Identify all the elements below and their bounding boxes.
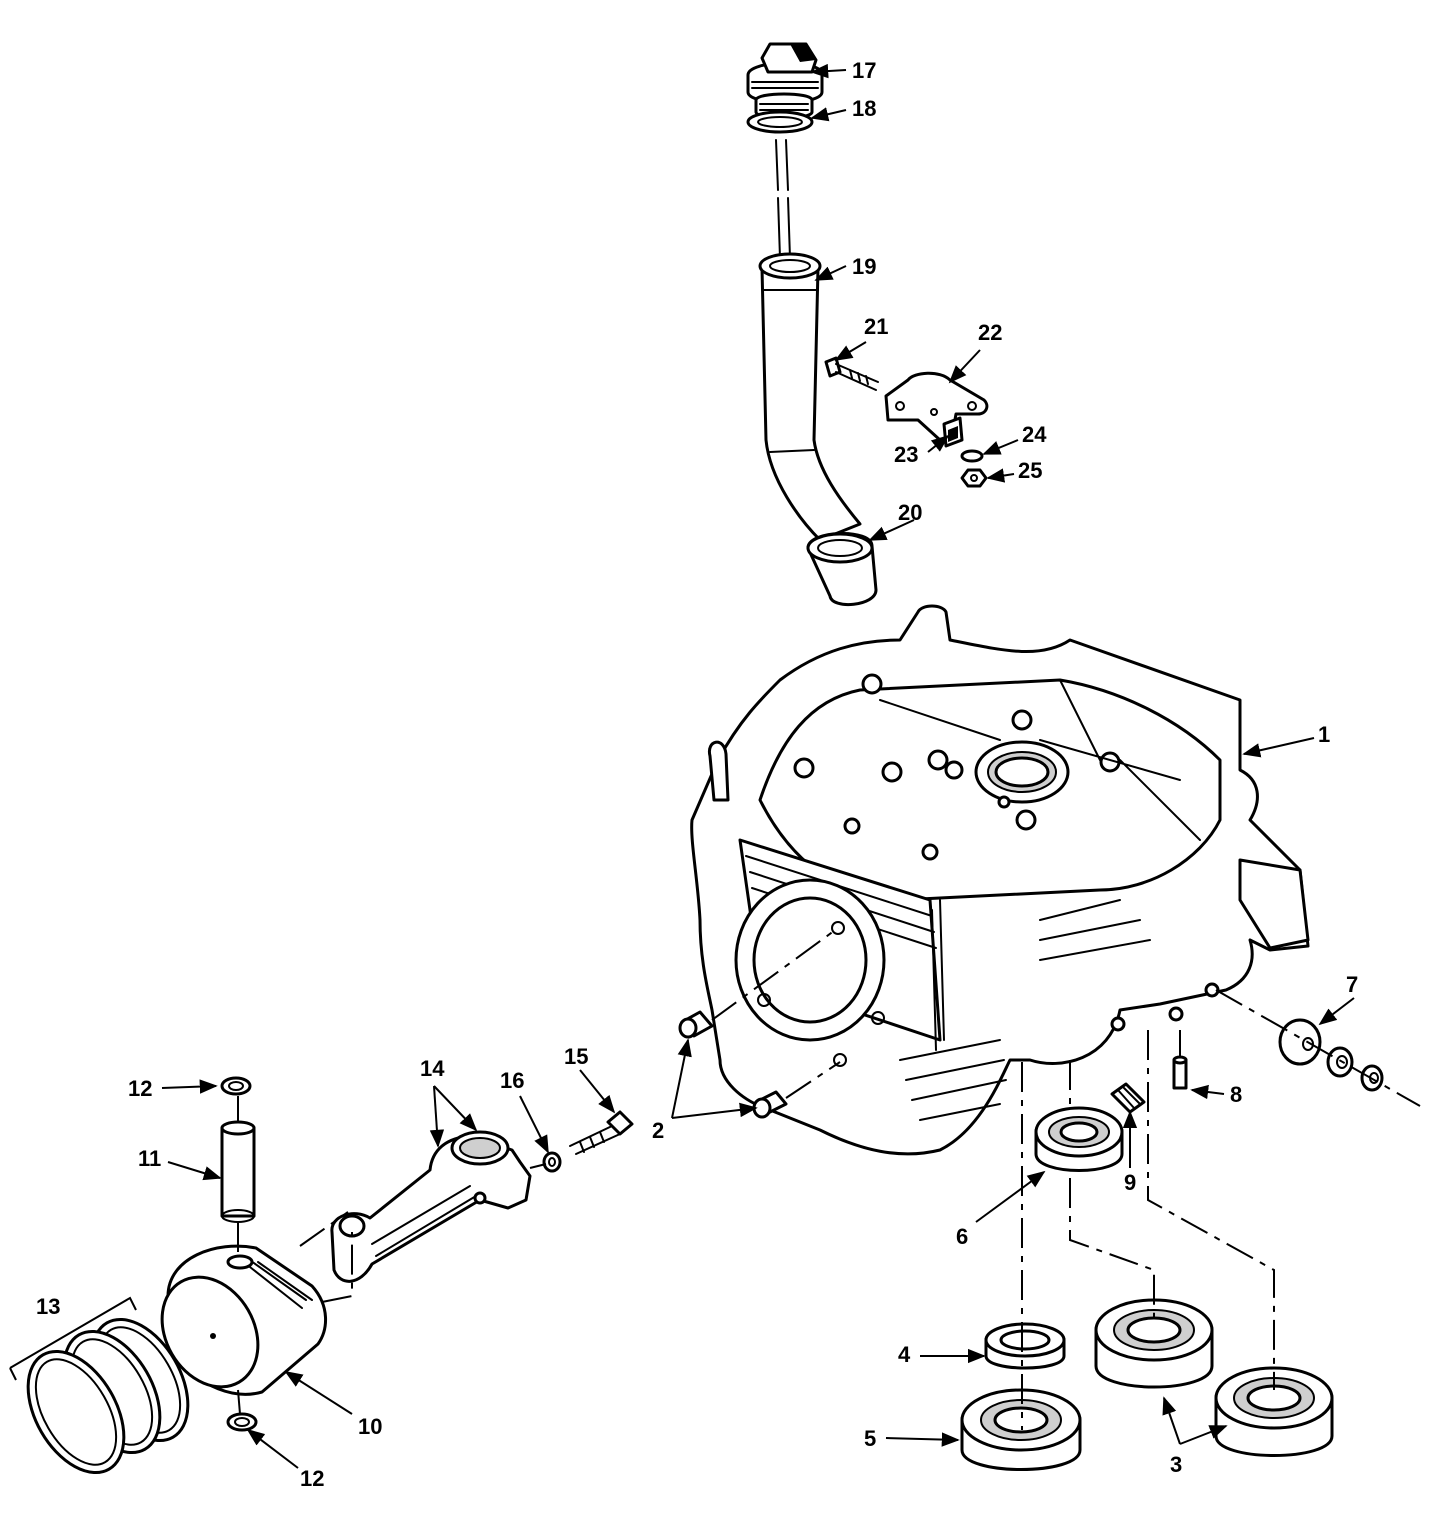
callout-3: 3	[1170, 1452, 1182, 1477]
bushing-centerline-upper	[711, 927, 839, 1021]
leader-lines	[161, 63, 1355, 1469]
oil-fill-tube	[758, 252, 862, 542]
bushing-centerline-lower	[785, 1061, 841, 1099]
dowel-bushing-lower	[752, 1090, 788, 1119]
callout-8: 8	[1230, 1082, 1242, 1107]
crankcase	[690, 604, 1310, 1156]
callout-14: 14	[420, 1056, 445, 1081]
oil-cap-o-ring	[746, 110, 814, 134]
callout-23: 23	[894, 442, 918, 467]
callout-11: 11	[138, 1146, 161, 1171]
callout-13: 13	[36, 1294, 60, 1319]
piston-pin-retainer-bottom	[226, 1412, 258, 1432]
callout-21: 21	[864, 314, 888, 339]
callout-25: 25	[1018, 458, 1042, 483]
ring-set-bracket-end	[9, 1367, 17, 1381]
pipe-plug	[1110, 1082, 1146, 1114]
ball-bearing-right	[1214, 1366, 1334, 1457]
oil-fill-cap	[746, 42, 824, 120]
callout-20: 20	[898, 500, 922, 525]
piston-pin-retainer-top	[220, 1076, 252, 1096]
clip-nut	[942, 416, 964, 448]
governor-centerline	[1215, 989, 1421, 1107]
callout-24: 24	[1022, 422, 1047, 447]
ball-bearing-center	[1094, 1298, 1214, 1389]
callout-labels: 17 18 19 21 22 23 24 25 20 1 2 7 8 9 6 4…	[36, 58, 1358, 1491]
ball-bearing-lower	[960, 1388, 1082, 1471]
dipstick	[775, 139, 791, 259]
callout-9: 9	[1124, 1170, 1136, 1195]
tube-grommet	[806, 531, 878, 607]
ring-set-bracket	[9, 1296, 137, 1369]
callout-18: 18	[852, 96, 876, 121]
bearing-centerlines	[1021, 1030, 1275, 1430]
dowel-bushing-upper	[678, 1010, 714, 1039]
rod-washer	[542, 1151, 562, 1173]
rod-bolt	[569, 1110, 634, 1155]
seal-ring	[984, 1322, 1066, 1370]
piston-assembly-centerlines	[237, 1096, 547, 1415]
callout-17: 17	[852, 58, 876, 83]
callout-10: 10	[358, 1414, 382, 1439]
callout-6: 6	[956, 1224, 968, 1249]
callout-12-top: 12	[128, 1076, 152, 1101]
bracket-bolt	[824, 356, 879, 391]
hex-nut	[960, 468, 988, 488]
callout-7: 7	[1346, 972, 1358, 997]
callout-5: 5	[864, 1426, 876, 1451]
piston-ring-set	[26, 1317, 190, 1475]
dowel-pin	[1172, 1055, 1188, 1090]
callout-4: 4	[898, 1342, 911, 1367]
callout-12-bottom: 12	[300, 1466, 324, 1491]
callout-19: 19	[852, 254, 876, 279]
piston-pin	[220, 1120, 256, 1223]
crankshaft-seal	[1034, 1106, 1124, 1172]
callout-22: 22	[978, 320, 1002, 345]
piston	[160, 1244, 328, 1396]
tube-bracket	[884, 371, 989, 442]
lock-washer	[960, 449, 984, 463]
callout-2: 2	[652, 1118, 664, 1143]
callout-15: 15	[564, 1044, 588, 1069]
callout-1: 1	[1318, 722, 1330, 747]
callout-16: 16	[500, 1068, 524, 1093]
connecting-rod	[330, 1130, 532, 1283]
